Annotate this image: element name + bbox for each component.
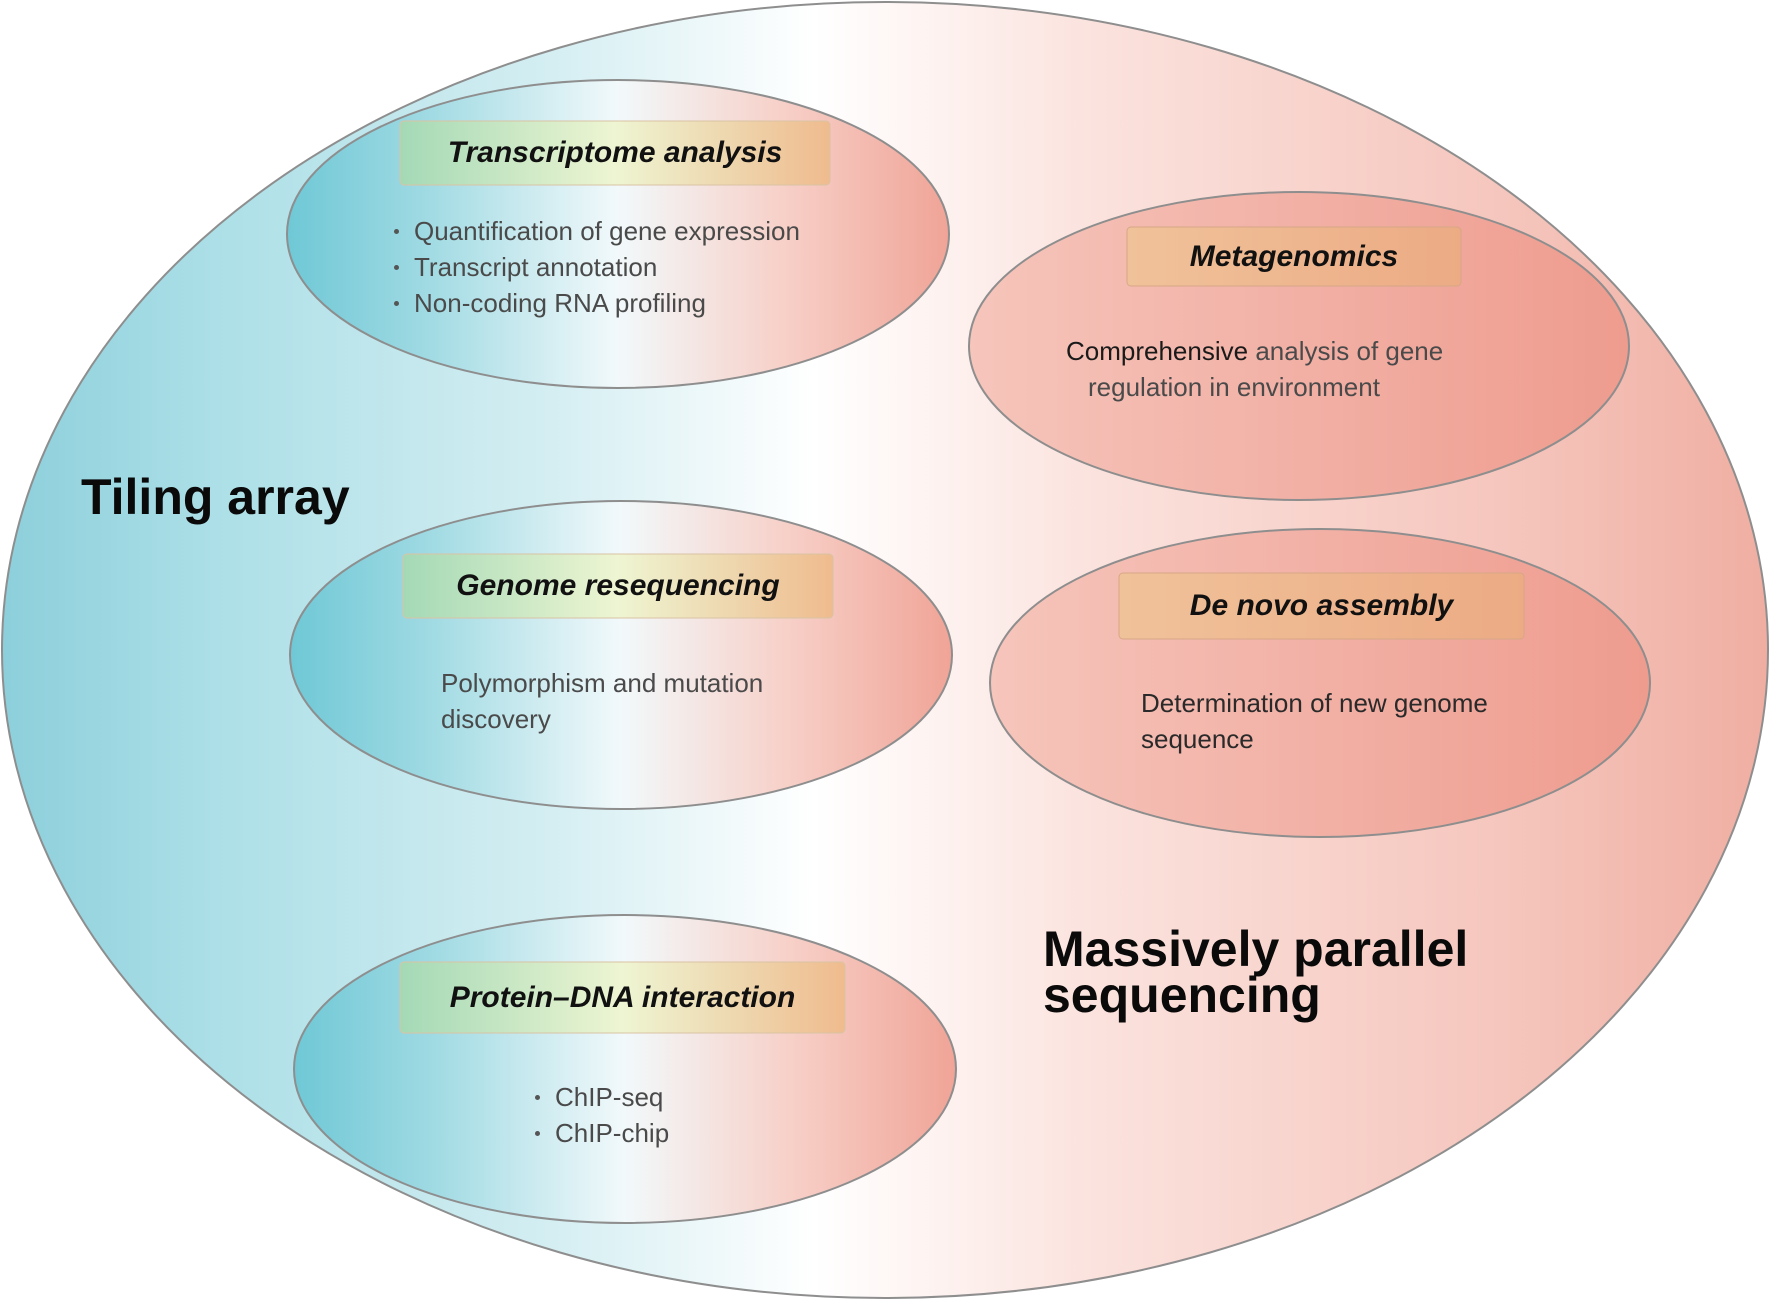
list-item: ChIP-seq xyxy=(533,1079,669,1115)
metagenomics-title: Metagenomics xyxy=(1189,239,1399,273)
genome-reseq-desc-line1: Polymorphism and mutation xyxy=(441,668,764,698)
list-item: Transcript annotation xyxy=(392,249,800,285)
genome-reseq-title: Genome resequencing xyxy=(456,569,780,602)
genome-reseq-desc-line2: discovery xyxy=(441,704,551,734)
massively-parallel-label: Massively parallel sequencing xyxy=(1043,921,1469,1023)
transcriptome-pill xyxy=(399,120,831,186)
de-novo-desc-line2: sequence xyxy=(1141,724,1254,754)
de-novo-pill xyxy=(1118,572,1525,640)
massively-parallel-line1: Massively parallel xyxy=(1043,921,1469,977)
metagenomics-desc-line2: regulation in environment xyxy=(1088,372,1380,402)
list-item: Non-coding RNA profiling xyxy=(392,285,800,321)
genome-reseq-pill xyxy=(402,553,834,619)
transcriptome-title: Transcriptome analysis xyxy=(447,136,783,169)
list-item: Quantification of gene expression xyxy=(392,213,800,249)
metagenomics-desc-emph: Comprehensive xyxy=(1066,336,1249,366)
protein-dna-pill xyxy=(399,961,846,1034)
genome-reseq-description: Polymorphism and mutation discovery xyxy=(441,665,763,737)
massively-parallel-line2: sequencing xyxy=(1043,967,1321,1023)
protein-dna-title: Protein–DNA interaction xyxy=(449,980,796,1014)
list-item: ChIP-chip xyxy=(533,1115,669,1151)
metagenomics-description: Comprehensive analysis of gene regulatio… xyxy=(1066,333,1443,405)
de-novo-desc-line1: Determination of new genome xyxy=(1141,688,1488,718)
de-novo-description: Determination of new genome sequence xyxy=(1141,685,1488,757)
de-novo-title: De novo assembly xyxy=(1189,589,1454,622)
protein-dna-list: ChIP-seq ChIP-chip xyxy=(533,1079,669,1151)
metagenomics-desc-line1: Comprehensive analysis of gene xyxy=(1066,333,1443,369)
metagenomics-desc-rest: analysis of gene xyxy=(1255,336,1444,366)
transcriptome-list: Quantification of gene expression Transc… xyxy=(392,213,800,321)
genome-reseq-ellipse xyxy=(289,500,953,810)
metagenomics-pill xyxy=(1126,226,1462,287)
tiling-array-label: Tiling array xyxy=(81,469,350,525)
